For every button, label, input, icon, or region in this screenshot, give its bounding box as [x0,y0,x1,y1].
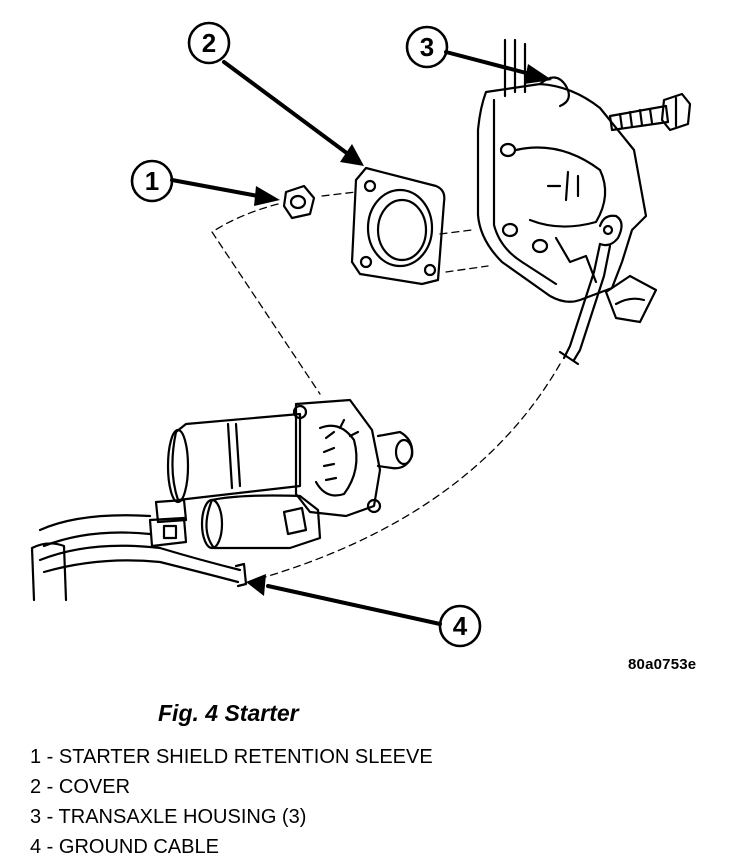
legend-list: 1 - STARTER SHIELD RETENTION SLEEVE 2 - … [30,742,433,862]
arrow-heads [246,64,552,596]
legend-separator: - [41,806,59,828]
bolt [608,92,692,132]
legend-separator: - [41,836,59,858]
legend-number: 1 [30,746,42,768]
legend-number: 4 [30,836,42,858]
callout-2-number: 2 [202,28,216,58]
legend-number: 3 [30,806,42,828]
callout-numbers: 1 2 3 4 [145,28,468,641]
legend-number: 2 [30,776,42,798]
legend-label: STARTER SHIELD RETENTION SLEEVE [58,746,433,768]
legend-item: 2 - COVER [30,772,433,802]
legend-label: COVER [58,776,131,798]
callout-3-number: 3 [420,32,434,62]
retention-sleeve-nut [282,184,316,220]
callout-circles [130,21,482,648]
legend-separator: - [41,776,59,798]
callout-1-number: 1 [145,166,159,196]
figure-caption: Fig. 4 Starter [158,700,299,726]
alignment-lines [211,191,561,583]
legend-item: 4 - GROUND CABLE [30,832,433,862]
callout-4-number: 4 [453,611,468,641]
cover-plate [350,166,446,286]
legend-label: TRANSAXLE HOUSING (3) [58,806,307,828]
starter-motor [148,398,414,550]
transaxle-housing [476,38,658,324]
figure-code: 80a0753e [628,656,697,673]
starter-exploded-diagram: 1 2 3 4 [30,21,692,648]
legend-separator: - [41,746,59,768]
legend-item: 3 - TRANSAXLE HOUSING (3) [30,802,433,832]
ground-cable-eyelet [558,214,623,366]
legend-label: GROUND CABLE [58,836,219,858]
leader-arrows [170,50,532,626]
legend-item: 1 - STARTER SHIELD RETENTION SLEEVE [30,742,433,772]
starter-cables [30,514,248,602]
